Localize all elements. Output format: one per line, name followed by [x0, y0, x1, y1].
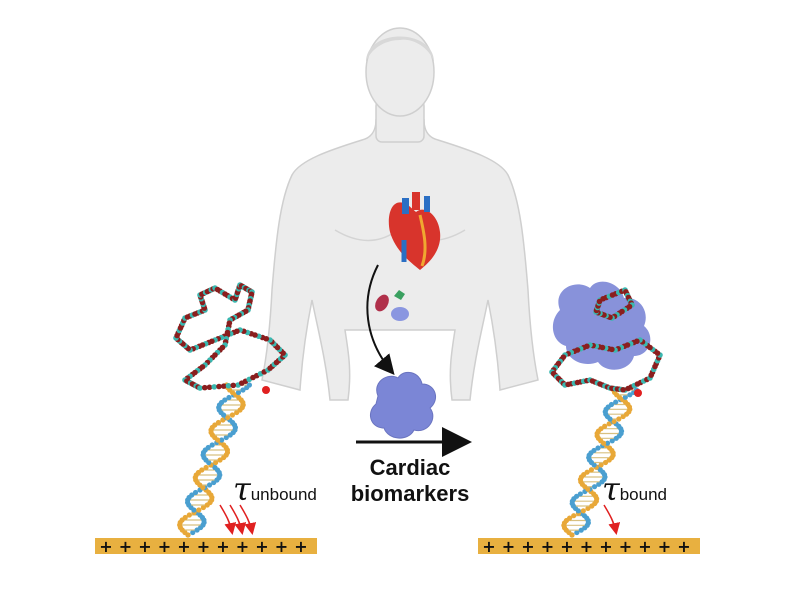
center-protein-icon [369, 371, 437, 439]
charge-mark: + [138, 537, 151, 556]
release-arrow [366, 264, 395, 376]
tau-unbound-label: τunbound [233, 470, 317, 508]
unbound-subscript: unbound [250, 485, 317, 504]
charge-mark: + [619, 537, 632, 556]
charge-mark: + [541, 537, 554, 556]
charge-mark: + [255, 537, 268, 556]
left-electrode-charges: + + + + + + + + + + + [99, 537, 307, 556]
charge-mark: + [580, 537, 593, 556]
charge-mark: + [560, 537, 573, 556]
charge-mark: + [677, 537, 690, 556]
tau-bound-label: τbound [602, 470, 667, 508]
head-shape [365, 27, 435, 117]
charge-mark: + [197, 537, 210, 556]
bound-subscript: bound [619, 485, 667, 504]
charge-mark: + [177, 537, 190, 556]
human-torso-illustration [261, 27, 539, 401]
charge-mark: + [216, 537, 229, 556]
unbound-decay-arrows [219, 504, 257, 535]
tau-symbol: τ [233, 470, 251, 508]
charge-mark: + [502, 537, 515, 556]
charge-mark: + [638, 537, 651, 556]
charge-mark: + [482, 537, 495, 556]
tau-symbol: τ [602, 470, 620, 508]
charge-mark: + [158, 537, 171, 556]
right-electrode [478, 538, 700, 554]
hair-shape [366, 36, 434, 62]
charge-mark: + [275, 537, 288, 556]
cardiac-biomarkers-caption: Cardiac biomarkers [345, 455, 475, 507]
right-electrode-charges: + + + + + + + + + + + [482, 537, 690, 556]
small-biomarkers-icon [375, 290, 409, 321]
charge-mark: + [599, 537, 612, 556]
bound-decay-arrow [603, 504, 621, 535]
charge-mark: + [658, 537, 671, 556]
left-electrode [95, 538, 317, 554]
unbound-aptamer [173, 282, 288, 538]
heart-icon [388, 192, 441, 270]
charge-mark: + [99, 537, 112, 556]
charge-mark: + [236, 537, 249, 556]
caption-line-2: biomarkers [350, 481, 470, 506]
charge-mark: + [521, 537, 534, 556]
charge-mark: + [294, 537, 307, 556]
bound-aptamer-loop [549, 287, 663, 397]
bound-protein-icon [552, 281, 651, 370]
caption-line-1: Cardiac [369, 455, 451, 480]
torso-shape [261, 119, 539, 401]
charge-mark: + [119, 537, 132, 556]
bound-aptamer [561, 387, 640, 538]
